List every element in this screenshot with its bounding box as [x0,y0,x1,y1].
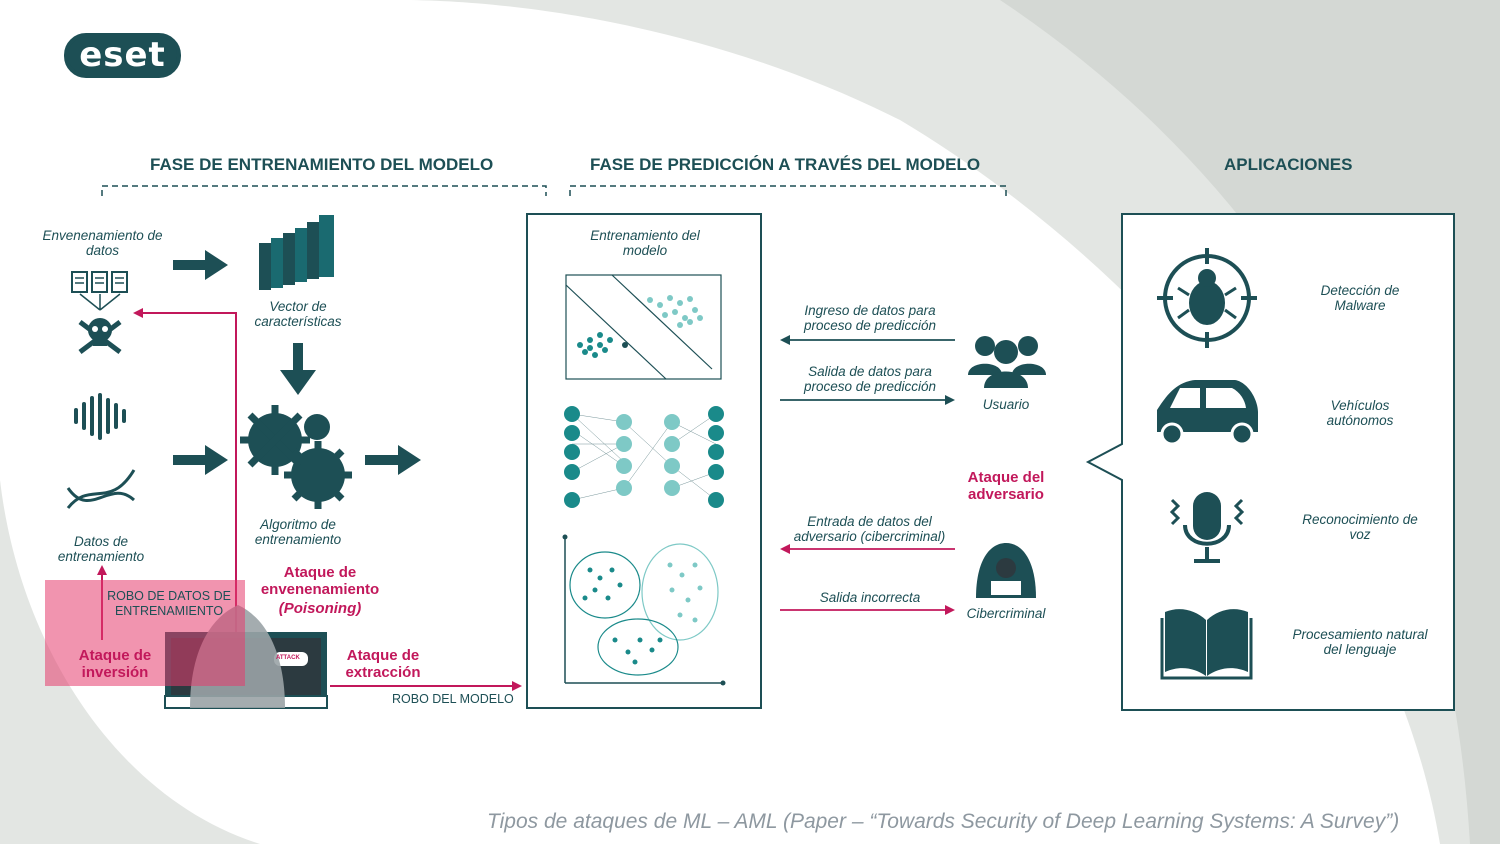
user-label: Usuario [982,397,1030,412]
app-nlp-label: Procesamiento natural del lenguaje [1292,627,1428,657]
attack-badge: ATTACK [276,655,300,661]
app-malware-label: Detección de Malware [1320,283,1400,313]
poisoning-data-label: Envenenamiento de datos [42,228,163,258]
poisoning-attack-label: Ataque de envenenamiento [260,564,380,598]
adversary-attack-label: Ataque del adversario [967,469,1045,503]
poisoning-en-label: (Poisoning) [278,600,362,617]
prediction-phase-header: FASE DE PREDICCIÓN A TRAVÉS DEL MODELO [590,155,981,174]
eset-logo: eset [64,33,181,78]
app-voice-label: Reconocimiento de voz [1302,512,1418,542]
training-data-label: Datos de entrenamiento [57,534,145,564]
app-vehicles-label: Vehículos autónomos [1326,398,1394,428]
training-data-theft-label: ROBO DE DATOS DE ENTRENAMIENTO [107,589,231,618]
output-prediction-label: Salida de datos para proceso de predicci… [803,364,937,394]
training-phase-header: FASE DE ENTRENAMIENTO DEL MODELO [150,155,494,174]
criminal-label: Cibercriminal [966,606,1046,621]
model-training-label: Entrenamiento del modelo [590,228,700,258]
adversary-input-label: Entrada de datos del adversario (cibercr… [793,514,946,544]
applications-header: APLICACIONES [1224,155,1353,174]
feature-vector-label: Vector de características [254,299,342,329]
extraction-attack-label: Ataque de extracción [345,647,421,681]
training-data-theft-highlight [45,580,245,686]
model-theft-label: ROBO DEL MODELO [392,692,514,706]
training-algorithm-label: Algoritmo de entrenamiento [254,517,342,547]
wrong-output-label: Salida incorrecta [819,590,921,605]
figure-caption: Tipos de ataques de ML – AML (Paper – “T… [487,810,1400,833]
inversion-attack-label: Ataque de inversión [78,647,152,681]
input-prediction-label: Ingreso de datos para proceso de predicc… [803,303,937,333]
